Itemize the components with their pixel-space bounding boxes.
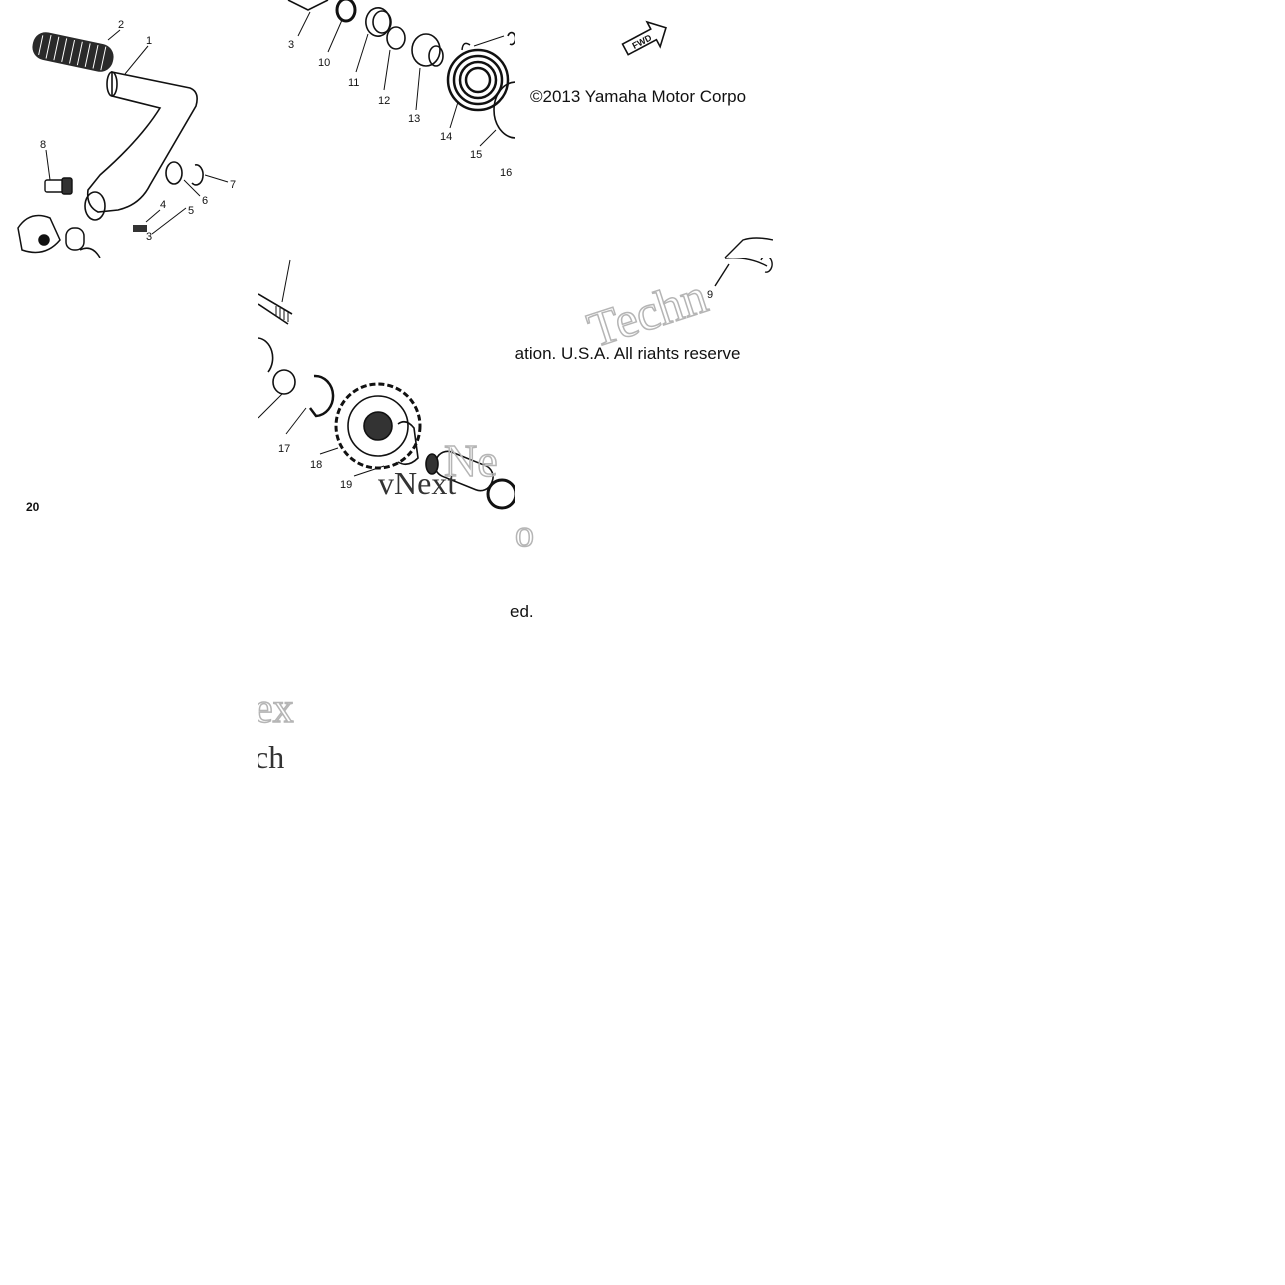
label-1: 1 [146,35,152,47]
plate-15 [493,81,515,139]
label-20: 20 [26,500,40,514]
label-14: 14 [440,131,452,143]
watermark-tile: Techn 9 ration. U.S.A. All riahts reserv… [515,258,773,516]
spring-4 [133,225,147,232]
label-9: 9 [707,289,713,301]
watermark-o: o [515,516,534,552]
label-12: 12 [378,95,390,107]
gear-assembly-drawing: 17 18 19 Ne vNext [258,259,515,510]
watermark-ch-fragment: ch [258,734,294,774]
washer-12 [386,26,406,50]
fwd-copyright-tile: FWD ©2013 Yamaha Motor Corpo [515,0,773,258]
fwd-arrow-drawing: FWD [621,20,773,258]
label-19: 19 [340,479,352,491]
label-15: 15 [470,149,482,161]
kick-lever-tile: 2 1 8 7 6 4 5 3 [0,0,255,258]
label-6: 6 [202,195,208,207]
copyright-line-3: ed. [510,602,534,621]
circlip-17 [272,369,296,395]
clip-19 [397,420,419,466]
label-3: 3 [288,39,294,51]
clip-7 [191,164,204,186]
label-16: 16 [500,167,512,179]
collar-13 [411,33,444,67]
watermark-o-fragment: o [515,516,551,552]
watermark-ch-svg: ch [258,739,284,774]
label-8: 8 [40,139,46,151]
watermark-o-svg: o [515,516,535,552]
washer-6 [165,161,183,185]
gear-assembly-tile: 17 18 19 Ne vNext [258,258,515,516]
copyright-line-2: ration. U.S.A. All riahts reserve [515,344,741,363]
watermark-ch: ch [258,739,284,774]
kick-gear-18 [334,382,422,470]
part-9-assembly [724,237,773,258]
kick-lever-drawing: 2 1 8 7 6 4 5 3 [17,19,236,258]
bolt-8 [44,177,73,195]
oil-seal-10 [335,0,357,23]
label-10: 10 [318,57,330,69]
kick-grip [32,32,114,72]
part-3-top [287,0,329,11]
label-11: 11 [348,77,359,89]
shaft-parts-drawing: 3 10 11 12 13 14 15 16 [287,0,515,179]
watermark-vnext: vNext [378,465,456,501]
fwd-arrow-icon: FWD [621,20,667,56]
label-13: 13 [408,113,420,125]
label-4: 4 [160,199,166,211]
watermark-drawing: Techn 9 [580,258,773,359]
copyright-line-1: ©2013 Yamaha Motor Corpo [530,87,747,106]
label-5: 5 [188,205,194,217]
shaft-parts-tile: 3 10 11 12 13 14 15 16 [258,0,515,182]
label-2: 2 [118,19,124,31]
label-18: 18 [310,459,322,471]
clip-17b [309,374,335,418]
kick-boss [17,214,101,258]
label-17: 17 [278,443,290,455]
kick-arm [84,71,198,221]
watermark-ne: Ne [444,435,498,486]
watermark-ex: ex [258,686,294,728]
watermark-ex-fragment: ex [258,684,294,728]
watermark-ex-svg: ex [258,685,294,728]
label-3-lower: 3 [146,231,152,243]
spring-14 [446,42,510,112]
label-7: 7 [230,179,236,191]
ratchet-shaft [425,450,515,510]
